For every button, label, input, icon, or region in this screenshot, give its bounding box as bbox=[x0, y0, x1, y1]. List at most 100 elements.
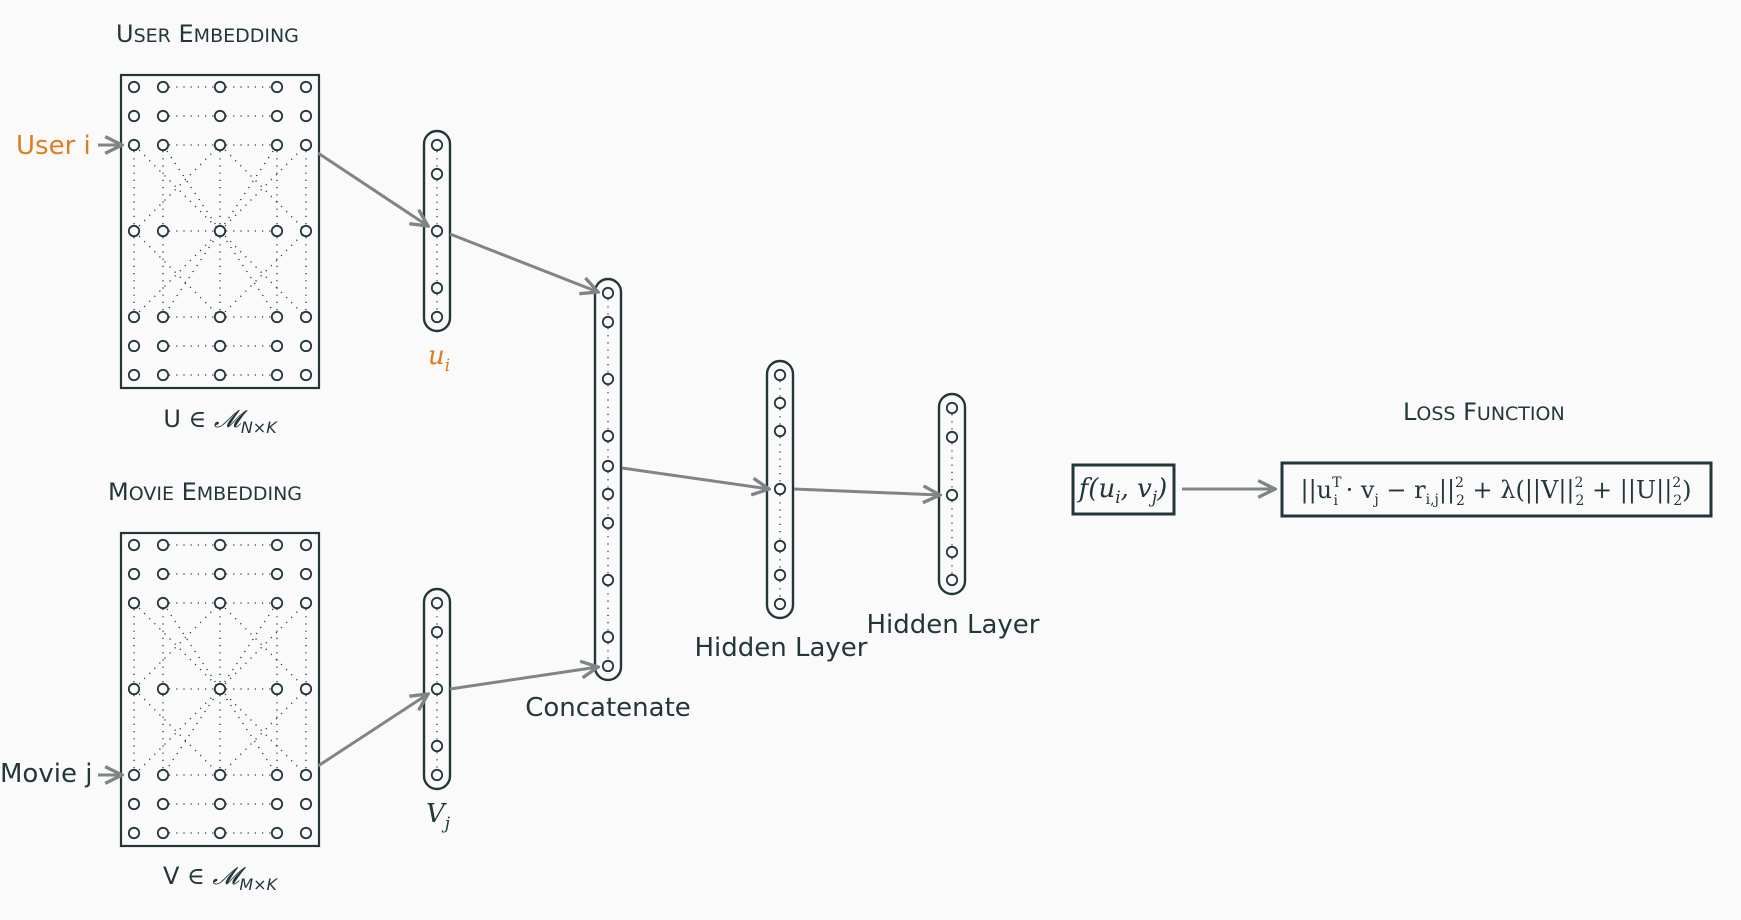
vector-node bbox=[430, 768, 444, 782]
matrix-node bbox=[213, 567, 227, 581]
matrix-node bbox=[299, 567, 313, 581]
hidden-layer-2-label: Hidden Layer bbox=[866, 610, 1039, 640]
matrix-node bbox=[156, 80, 170, 94]
user-input-label: User i bbox=[16, 131, 91, 161]
matrix-node bbox=[127, 339, 141, 353]
matrix-node bbox=[156, 768, 170, 782]
vector-node bbox=[430, 739, 444, 753]
ui-to-concat-arrow bbox=[449, 232, 598, 292]
matrix-node bbox=[127, 310, 141, 324]
matrix-node bbox=[156, 682, 170, 696]
matrix-node bbox=[127, 368, 141, 382]
matrix-node bbox=[213, 768, 227, 782]
matrix-node bbox=[127, 224, 141, 238]
matrix-node bbox=[270, 224, 284, 238]
matrix-node bbox=[299, 538, 313, 552]
matrix-node bbox=[270, 339, 284, 353]
matrix-node bbox=[213, 682, 227, 696]
user-vector-ui bbox=[422, 129, 452, 333]
matrix-node bbox=[270, 138, 284, 152]
matrix-node bbox=[156, 310, 170, 324]
matrix-node bbox=[299, 682, 313, 696]
vector-node bbox=[601, 429, 615, 443]
user-matrix-grid bbox=[127, 80, 313, 382]
matrix-node bbox=[127, 109, 141, 123]
vector-node bbox=[430, 625, 444, 639]
vector-node bbox=[601, 459, 615, 473]
matrix-node bbox=[213, 224, 227, 238]
vector-capsule bbox=[422, 129, 452, 333]
matrix-node bbox=[213, 538, 227, 552]
matrix-node bbox=[213, 310, 227, 324]
matrix-node bbox=[127, 138, 141, 152]
matrix-node bbox=[299, 224, 313, 238]
matrix-node bbox=[299, 80, 313, 94]
matrix-node bbox=[156, 339, 170, 353]
vector-node bbox=[945, 488, 959, 502]
matrix-node bbox=[156, 567, 170, 581]
matrix-node bbox=[270, 682, 284, 696]
matrix-node bbox=[127, 768, 141, 782]
movie-input-label: Movie j bbox=[0, 759, 92, 789]
movie-embedding-matrix bbox=[119, 531, 321, 848]
matrix-node bbox=[156, 596, 170, 610]
matrix-node bbox=[299, 826, 313, 840]
matrix-node bbox=[156, 797, 170, 811]
concatenate-layer bbox=[593, 277, 623, 682]
matrix-node bbox=[270, 80, 284, 94]
matrix-node bbox=[127, 567, 141, 581]
vector-node bbox=[601, 286, 615, 300]
matrix-node bbox=[156, 368, 170, 382]
movie-matrix-grid bbox=[127, 538, 313, 840]
matrix-node bbox=[299, 768, 313, 782]
matrix-node bbox=[270, 768, 284, 782]
concatenate-label: Concatenate bbox=[525, 693, 691, 723]
svg-text:f(ui, vj): f(ui, vj) bbox=[1077, 474, 1168, 508]
user-vector-label: ui bbox=[428, 341, 450, 376]
matrix-node bbox=[127, 538, 141, 552]
matrix-node bbox=[127, 826, 141, 840]
matrix-node bbox=[299, 310, 313, 324]
vector-node bbox=[773, 597, 787, 611]
matrix-node bbox=[156, 138, 170, 152]
matrix-node bbox=[270, 538, 284, 552]
matrix-node bbox=[127, 80, 141, 94]
matrix-node bbox=[213, 596, 227, 610]
user-embedding-title: USER EMBEDDING bbox=[116, 20, 299, 48]
matrix-node bbox=[299, 596, 313, 610]
vector-node bbox=[430, 167, 444, 181]
matrix-node bbox=[213, 826, 227, 840]
vector-node bbox=[945, 545, 959, 559]
matrix-node bbox=[213, 797, 227, 811]
vector-node bbox=[430, 310, 444, 324]
vector-node bbox=[601, 659, 615, 673]
matrix-node bbox=[270, 596, 284, 610]
vector-node bbox=[601, 372, 615, 386]
vector-node bbox=[945, 430, 959, 444]
matrix-node bbox=[156, 109, 170, 123]
matrix-node bbox=[156, 224, 170, 238]
vector-node bbox=[601, 315, 615, 329]
matrix-node bbox=[299, 109, 313, 123]
vector-node bbox=[601, 516, 615, 530]
vector-node bbox=[430, 138, 444, 152]
vector-node bbox=[945, 573, 959, 587]
vector-capsule bbox=[593, 277, 623, 682]
matrix-node bbox=[127, 682, 141, 696]
matrix-node bbox=[213, 80, 227, 94]
matrix-node bbox=[270, 797, 284, 811]
matrix-node bbox=[299, 797, 313, 811]
hidden-layer-1-label: Hidden Layer bbox=[694, 633, 867, 663]
matrix-node bbox=[270, 567, 284, 581]
vector-node bbox=[601, 630, 615, 644]
vector-node bbox=[430, 682, 444, 696]
concat-to-hidden1-arrow bbox=[621, 466, 769, 489]
hidden-layer-2 bbox=[937, 392, 967, 596]
matrix-node bbox=[213, 368, 227, 382]
matrix-node bbox=[299, 368, 313, 382]
matrix-node bbox=[270, 310, 284, 324]
vector-node bbox=[430, 281, 444, 295]
vector-node bbox=[773, 482, 787, 496]
